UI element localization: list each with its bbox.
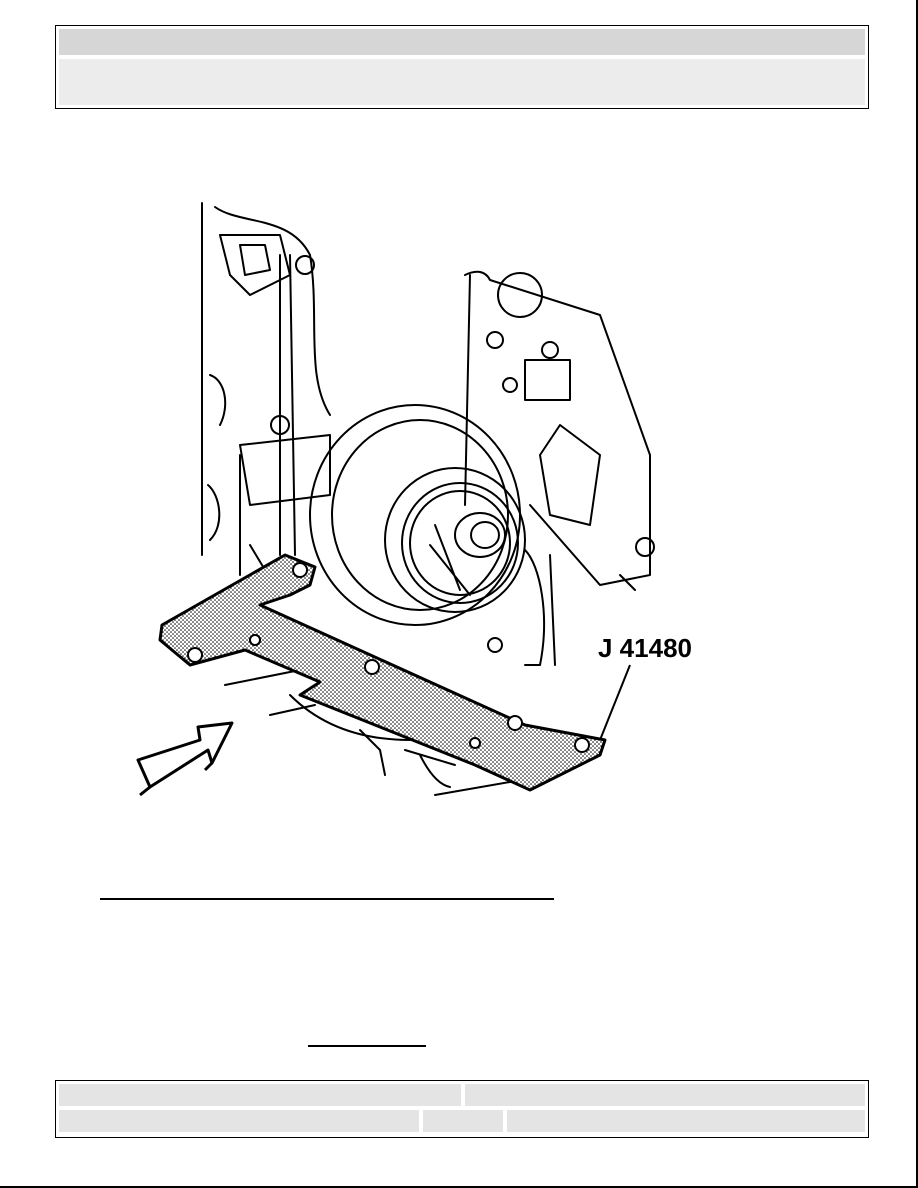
- header-title-bar: [59, 29, 865, 55]
- illustration: J 41480: [130, 195, 720, 815]
- footer-box: [55, 1080, 869, 1138]
- header-subtitle-bar: [59, 59, 865, 105]
- tool-label: J 41480: [598, 633, 692, 663]
- footer-cell-top-left: [59, 1084, 461, 1106]
- direction-arrow: [136, 721, 234, 789]
- footer-cell-bottom-middle: [423, 1110, 503, 1132]
- header-box: [55, 25, 869, 109]
- engine-rear-seal-illustration: J 41480: [136, 202, 692, 797]
- tool-bracket: [158, 553, 607, 792]
- section-rule: [100, 898, 554, 900]
- footer-cell-bottom-right: [507, 1110, 865, 1132]
- footer-cell-bottom-left: [59, 1110, 419, 1132]
- link-rule: [308, 1045, 426, 1047]
- footer-cell-top-right: [465, 1084, 865, 1106]
